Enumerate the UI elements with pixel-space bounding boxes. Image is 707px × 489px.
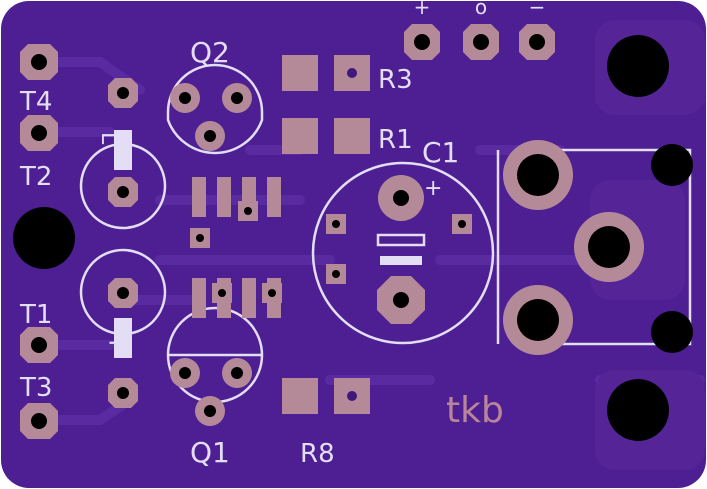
label-t3: T3 [19,373,52,403]
square-vias [190,68,472,401]
r3-pad-a [282,55,318,91]
label-r8: R8 [300,439,335,469]
label-r3: R3 [378,65,413,95]
label-c1: C1 [422,136,459,169]
c1-band [376,233,426,247]
c1-outline [311,161,495,345]
label-r1: R1 [378,125,413,155]
label-l-bottom: L [107,333,132,346]
label-t2: T2 [19,162,52,192]
mount-hole-top-right [607,35,669,97]
label-t4: T4 [19,87,52,117]
mount-hole-bottom-right [607,379,669,441]
r1-pad-b [334,118,370,154]
r1-pad-a [282,118,318,154]
mounting-holes [13,35,669,441]
r8-pad-a [282,378,318,414]
mount-hole-left [13,207,75,269]
label-minus: − [529,0,546,19]
label-c1-polarity: + [424,176,442,201]
label-q1: Q1 [190,436,230,469]
label-t1: T1 [19,300,52,330]
brand-text: tkb [446,390,504,431]
l-bottom-bar [114,318,132,358]
label-l-top: L [96,132,121,145]
label-circle: o [475,0,487,19]
label-plus: + [414,0,431,19]
through-hole-pads [20,24,693,439]
l-top-bar [114,130,132,170]
label-q2: Q2 [190,36,230,69]
c1-band-fill [380,256,422,265]
